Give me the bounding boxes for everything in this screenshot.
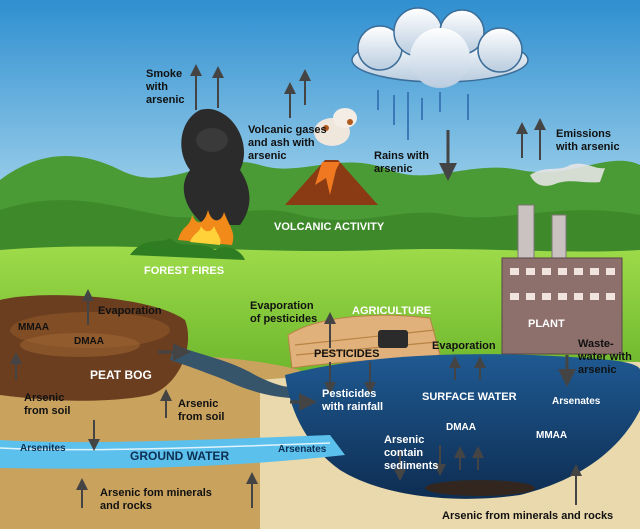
label-rains: Rains with arsenic [374,150,430,175]
label-wastewater: Waste- water with arsenic [578,338,632,376]
label-ground-water: GROUND WATER [130,449,230,463]
label-arsenites: Arsenites [20,443,66,454]
label-volcanic-activity: VOLCANIC ACTIVITY [274,221,385,233]
label-evaporation-pesticides: Evaporation of pesticides [250,300,318,325]
rain-cloud [351,7,529,88]
label-dmaa-bog: DMAA [74,336,104,347]
label-minerals-left: Arsenic fom minerals and rocks [100,487,212,512]
river-channel [170,345,310,399]
label-volcanic-gases: Volcanic gases and ash with arsenic [248,124,327,162]
label-agriculture: AGRICULTURE [352,305,432,317]
label-smoke: Smoke with arsenic [146,68,185,106]
label-arsenates-right: Arsenates [552,396,601,407]
flow-arrows [10,64,582,508]
label-surface-water: SURFACE WATER [422,391,517,403]
lake-sediment [425,480,535,496]
rain-drops [377,90,469,140]
label-forest-fires: FOREST FIRES [144,265,225,277]
label-peat-bog: PEAT BOG [90,368,152,382]
label-pesticides: PESTICIDES [314,348,380,360]
label-emissions: Emissions with arsenic [556,128,620,153]
label-minerals-right: Arsenic from minerals and rocks [442,510,614,522]
ground-water [0,435,345,469]
label-evaporation-water: Evaporation [432,340,496,352]
label-arsenates-ground: Arsenates [278,444,327,455]
label-dmaa-water: DMAA [446,422,476,433]
volcano [285,108,378,205]
label-arsenic-soil-mid: Arsenic from soil [178,398,225,423]
label-arsenic-sediments: Arsenic contain sediments [384,434,439,472]
forest-fire [130,108,250,260]
power-plant [501,163,623,355]
label-arsenic-soil-left: Arsenic from soil [24,392,71,417]
agriculture-field [287,314,441,369]
label-pesticides-rainfall: Pesticides with rainfall [322,388,384,413]
label-plant: PLANT [528,318,565,330]
label-mmaa-bog: MMAA [18,322,50,333]
label-evaporation-bog: Evaporation [98,305,162,317]
peat-bog [0,295,189,401]
label-mmaa-water: MMAA [536,430,568,441]
